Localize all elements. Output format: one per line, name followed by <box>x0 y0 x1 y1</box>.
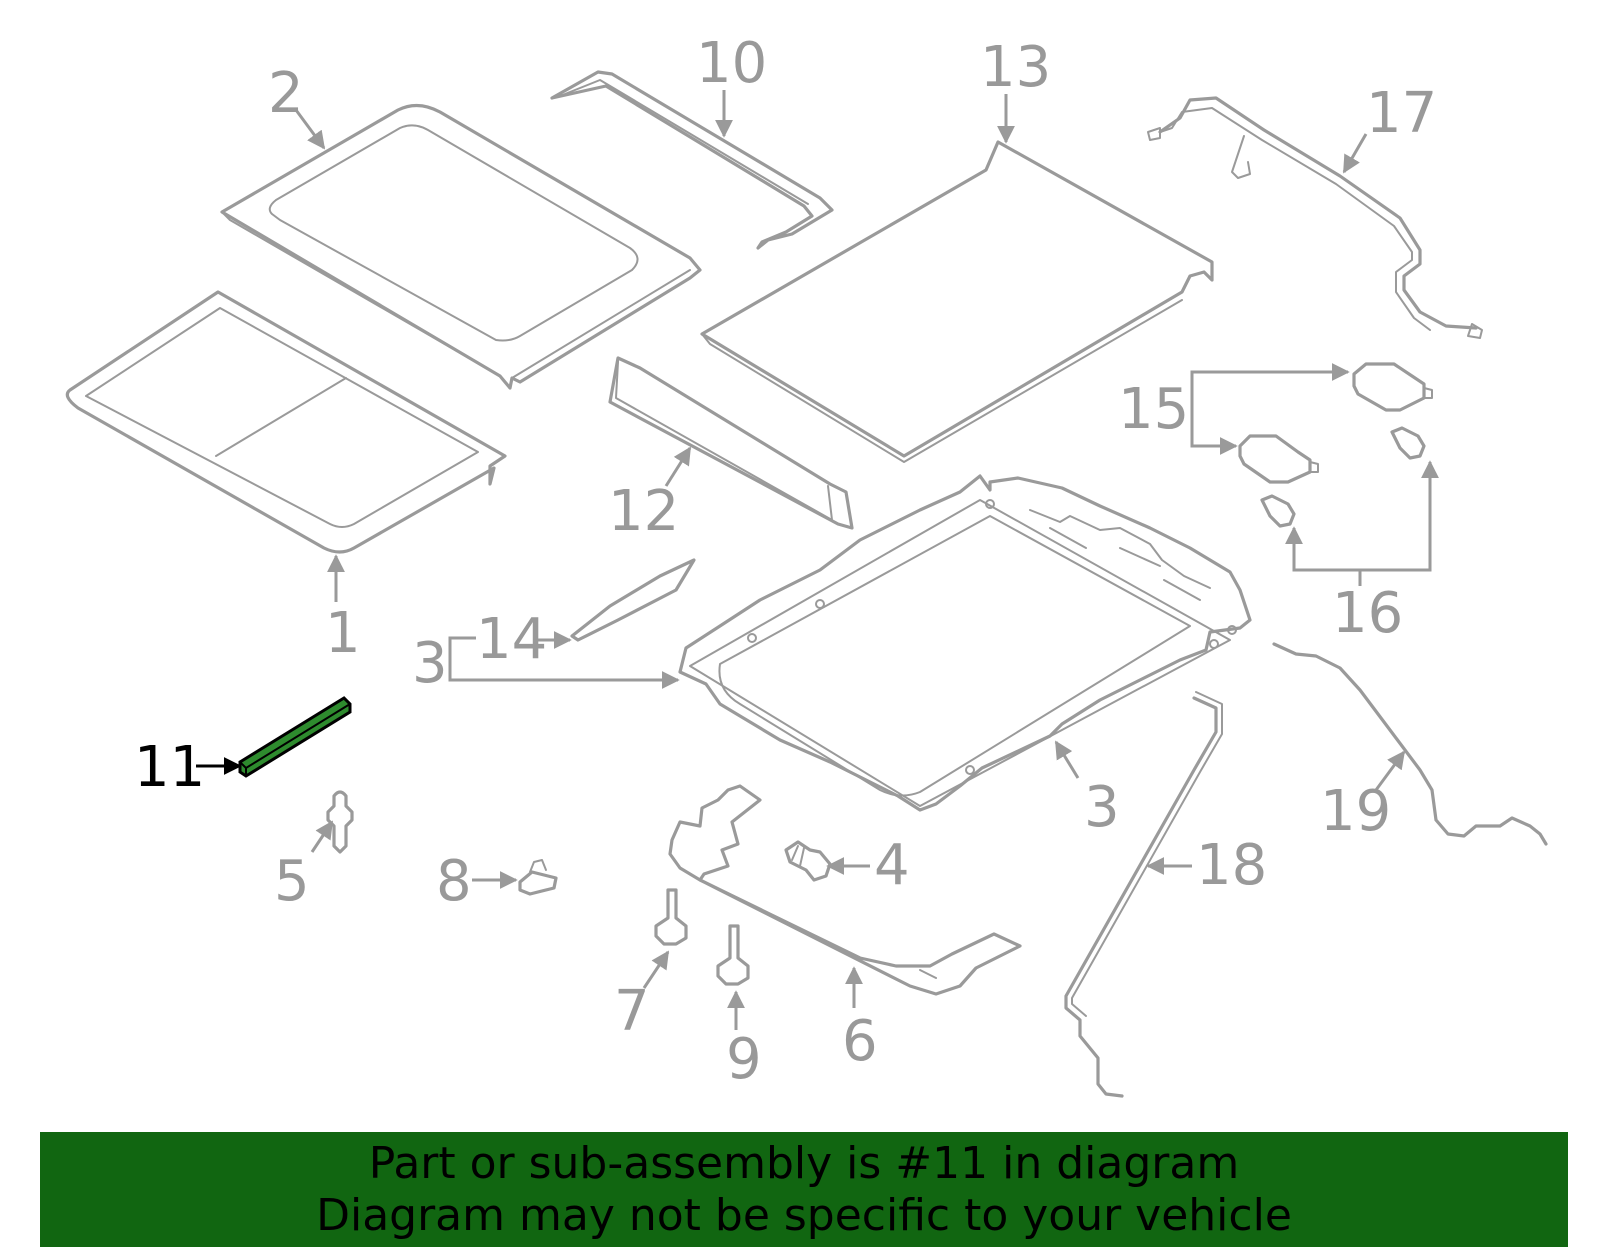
part-4-bolt <box>784 840 832 882</box>
part-13-sunshade <box>700 140 1214 463</box>
callout-10: 10 <box>696 31 767 96</box>
callout-9: 9 <box>726 1027 762 1092</box>
part-2-sunroof-panel <box>220 103 702 390</box>
banner-line-2: Diagram may not be specific to your vehi… <box>316 1190 1292 1241</box>
part-6-bracket <box>668 784 1022 996</box>
callout-11-highlighted: 11 <box>134 735 205 800</box>
banner-line-1: Part or sub-assembly is #11 in diagram <box>368 1138 1240 1189</box>
part-16-screw-upper <box>1390 426 1426 460</box>
callout-18: 18 <box>1196 833 1267 898</box>
part-12-wind-deflector <box>608 356 854 530</box>
part-18-drain-tube <box>1064 691 1223 1098</box>
part-16-screw-lower <box>1260 494 1296 528</box>
part-10-deflector-seal <box>550 70 834 250</box>
part-7-stud-bolt <box>654 888 688 946</box>
callout-14: 14 <box>476 607 547 672</box>
part-1-glass-panel <box>65 290 507 554</box>
part-15-motor-lower <box>1238 434 1319 484</box>
callout-1: 1 <box>325 601 361 666</box>
part-14-trim <box>570 558 696 642</box>
callout-8: 8 <box>436 849 472 914</box>
callout-19: 19 <box>1320 779 1391 844</box>
callout-leaders <box>196 90 1439 1030</box>
callout-17: 17 <box>1366 81 1437 146</box>
callout-6: 6 <box>842 1009 878 1074</box>
callout-15: 15 <box>1118 377 1189 442</box>
callout-4: 4 <box>874 833 910 898</box>
part-11-highlighted-seal <box>238 696 352 778</box>
part-19-drain-tube <box>1272 642 1548 846</box>
part-17-wiring-harness <box>1147 96 1483 339</box>
callout-16: 16 <box>1332 581 1403 646</box>
callout-13: 13 <box>980 35 1051 100</box>
part-9-stud-bolt <box>716 924 750 986</box>
info-banner: Part or sub-assembly is #11 in diagram D… <box>40 1132 1568 1247</box>
callout-5: 5 <box>274 849 310 914</box>
callout-2: 2 <box>268 61 304 126</box>
callout-3-left: 3 <box>412 631 448 696</box>
part-3-sunroof-frame <box>678 474 1252 812</box>
part-15-motor-upper <box>1352 362 1433 412</box>
callout-numbers: 1 2 10 13 17 12 14 3 3 15 16 19 18 4 5 8… <box>134 31 1437 1092</box>
part-8-clip-nut <box>518 859 558 896</box>
callout-3-right: 3 <box>1084 775 1120 840</box>
callout-7: 7 <box>614 979 650 1044</box>
callout-12: 12 <box>608 479 679 544</box>
